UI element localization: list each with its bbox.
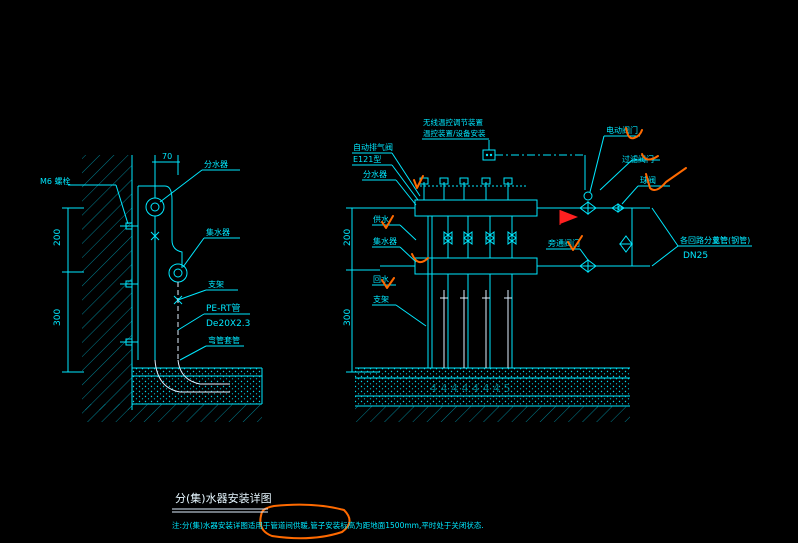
check-mark-2	[381, 215, 394, 229]
supply-manifold-bar	[414, 199, 538, 217]
right-view: 4 4 4 4 4 4 4 5	[343, 117, 752, 422]
manifold-body	[138, 185, 183, 268]
branch-pipes	[427, 216, 517, 368]
label-supply: 供水	[373, 214, 389, 224]
check-mark-1	[413, 175, 424, 189]
red-flag-marker	[560, 210, 578, 224]
check-mark-8	[645, 167, 687, 191]
wall-hatch	[82, 155, 132, 410]
label-return: 回水	[373, 274, 389, 284]
label-supply-manifold: 分水器	[204, 159, 228, 169]
right-dim-upper: 200	[343, 229, 353, 246]
left-view: 200 300 70 M6 螺栓 分水器 集水器 支架 PE-RT管 De20X…	[40, 152, 263, 422]
left-dim-upper: 200	[53, 229, 63, 246]
drawing-title: 分(集)水器安装详图	[175, 491, 272, 505]
check-mark-3	[411, 253, 429, 264]
label-bracket: 支架	[208, 279, 224, 289]
label-manifold-top: 分水器	[363, 169, 387, 179]
svg-text:4 4 4 4 4 4 4 5: 4 4 4 4 4 4 4 5	[430, 382, 510, 395]
left-dim-top: 70	[162, 152, 172, 161]
right-dim-lower: 300	[343, 309, 353, 326]
check-mark-4	[381, 277, 395, 289]
return-manifold-bar	[414, 257, 538, 275]
return-manifold-circle	[168, 263, 188, 283]
label-bypass-valve: 旁通阀门	[548, 238, 580, 248]
check-mark-5	[567, 235, 583, 251]
label-collector: 集水器	[373, 236, 397, 246]
thermo-actuators	[419, 177, 528, 200]
label-pipe-name: PE-RT管	[206, 302, 240, 314]
label-heat-pipe: 各回路分支管	[680, 235, 728, 245]
bypass-valve	[579, 259, 597, 273]
label-right-bracket: 支架	[373, 294, 389, 304]
circle-mark	[259, 503, 351, 540]
floor-fill	[132, 368, 262, 404]
label-controller-2: 温控装置/设备安装	[423, 128, 486, 138]
label-auto-vent: 自动排气阀	[353, 142, 393, 152]
controller-box	[482, 149, 496, 161]
orange-markups	[259, 127, 687, 540]
check-mark-7	[641, 153, 659, 161]
left-dim-lower: 300	[53, 309, 63, 326]
drawing-note: 注:分(集)水器安装详图适用于管道间供暖,管子安装标高为距地面1500mm,平时…	[172, 520, 484, 530]
label-dn: DN25	[683, 251, 708, 261]
wall-bolts	[120, 222, 138, 346]
label-bolt: M6 螺栓	[40, 176, 71, 186]
label-thermo: E121型	[353, 155, 381, 164]
label-return-manifold: 集水器	[206, 227, 230, 237]
label-filter-valve: 过滤阀门	[622, 154, 654, 164]
motor-valve	[579, 201, 597, 215]
label-pipe-spec: De20X2.3	[206, 319, 250, 329]
label-bend-sleeve: 弯管套管	[208, 335, 240, 345]
label-motor-valve: 电动阀门	[606, 125, 638, 135]
right-floor	[355, 368, 630, 406]
label-controller-1: 无线温控调节装置	[423, 117, 483, 127]
label-main-pipe: 总管(钢管)	[712, 235, 750, 245]
check-mark-6	[625, 127, 643, 140]
